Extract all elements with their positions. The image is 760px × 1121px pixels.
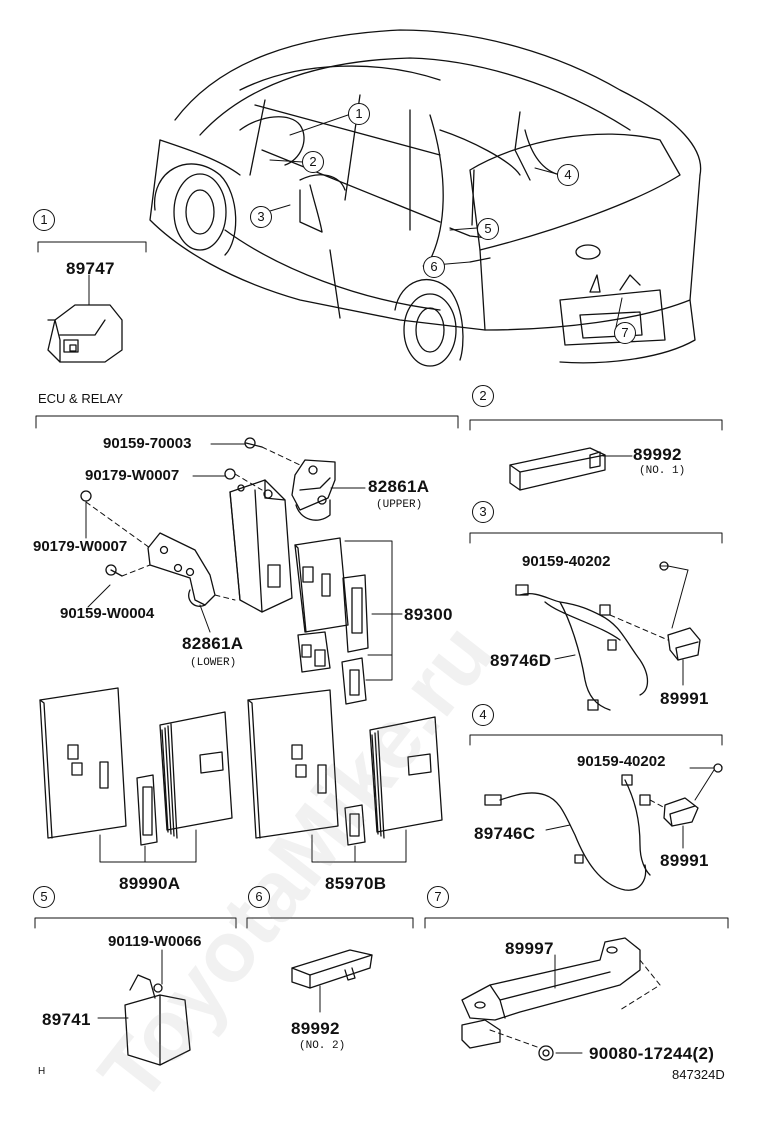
part-number-90179-w0007-a[interactable]: 90179-W0007 bbox=[85, 467, 180, 484]
note-upper: (UPPER) bbox=[376, 499, 423, 511]
callout-6-vehicle: 6 bbox=[423, 256, 445, 278]
section-7-leaders bbox=[554, 954, 583, 1054]
bolt-shapes bbox=[80, 437, 263, 577]
part-number-89747[interactable]: 89747 bbox=[66, 259, 115, 278]
part-number-89991-b[interactable]: 89991 bbox=[660, 851, 709, 870]
part-relay-box-shape bbox=[229, 479, 293, 613]
part-number-89300[interactable]: 89300 bbox=[404, 605, 453, 624]
section-4-number: 4 bbox=[472, 704, 494, 726]
section-3-dash bbox=[609, 614, 669, 641]
bolt-90159-40202b-shape bbox=[713, 763, 723, 773]
section-3-bracket bbox=[469, 532, 723, 544]
section-5-leaders bbox=[97, 949, 163, 1019]
section-7-dashes bbox=[489, 959, 661, 1049]
section-4-leaders bbox=[545, 767, 715, 849]
part-85970b-shapes bbox=[247, 689, 443, 846]
part-89741-shape bbox=[124, 974, 191, 1066]
callout-3-vehicle: 3 bbox=[250, 206, 272, 228]
part-number-89992-no1[interactable]: 89992 bbox=[633, 445, 682, 464]
part-89990a-shapes bbox=[39, 687, 233, 846]
note-lower: (LOWER) bbox=[190, 657, 237, 669]
ecu-relay-bracket bbox=[35, 415, 459, 429]
callout-2-vehicle: 2 bbox=[302, 151, 324, 173]
note-no1: (NO. 1) bbox=[639, 465, 686, 477]
section-header-ecu-relay: ECU & RELAY bbox=[38, 391, 124, 406]
part-number-89746d[interactable]: 89746D bbox=[490, 651, 552, 670]
part-89992-no2-shape bbox=[291, 949, 373, 989]
section-1-bracket bbox=[37, 241, 147, 253]
footer-drawing-number: 847324D bbox=[672, 1067, 725, 1082]
part-number-90159-40202-b[interactable]: 90159-40202 bbox=[577, 753, 666, 770]
part-89991a-shape bbox=[667, 627, 701, 661]
section-1-number: 1 bbox=[33, 209, 55, 231]
section-5-number: 5 bbox=[33, 886, 55, 908]
section-2-bracket bbox=[469, 419, 723, 431]
part-number-89990a[interactable]: 89990A bbox=[119, 874, 181, 893]
ecu-leader-lines bbox=[85, 443, 366, 633]
part-number-82861a-upper[interactable]: 82861A bbox=[368, 477, 430, 496]
part-82861a-lower-shape bbox=[147, 532, 216, 607]
part-89747-shape bbox=[47, 304, 123, 363]
section-3-number: 3 bbox=[472, 501, 494, 523]
callout-7-vehicle: 7 bbox=[614, 322, 636, 344]
p89990a-bracket bbox=[99, 829, 197, 863]
part-number-89746c[interactable]: 89746C bbox=[474, 824, 536, 843]
section-6-bracket bbox=[246, 917, 414, 929]
part-89300-shapes bbox=[294, 537, 369, 705]
part-82861a-upper-shape bbox=[291, 459, 336, 521]
assembly-dashed-lines bbox=[85, 446, 301, 601]
callout-4-vehicle: 4 bbox=[557, 164, 579, 186]
part-number-89992-no2[interactable]: 89992 bbox=[291, 1019, 340, 1038]
part-number-89991-a[interactable]: 89991 bbox=[660, 689, 709, 708]
part-number-90159-70003[interactable]: 90159-70003 bbox=[103, 435, 192, 452]
section-6-number: 6 bbox=[248, 886, 270, 908]
section-4-bracket bbox=[469, 734, 723, 746]
part-89746d-shape bbox=[515, 584, 649, 711]
part-number-89741[interactable]: 89741 bbox=[42, 1010, 91, 1029]
part-number-82861a-lower[interactable]: 82861A bbox=[182, 634, 244, 653]
note-no2: (NO. 2) bbox=[299, 1040, 346, 1052]
part-number-90159-40202-a[interactable]: 90159-40202 bbox=[522, 553, 611, 570]
part-number-89997[interactable]: 89997 bbox=[505, 939, 554, 958]
part-number-90080-17244[interactable]: 90080-17244(2) bbox=[589, 1044, 715, 1063]
p89300-bracket bbox=[344, 540, 403, 681]
part-90080-shape bbox=[538, 1045, 554, 1061]
section-5-bracket bbox=[34, 917, 237, 929]
footer-left-mark: H bbox=[38, 1066, 46, 1077]
part-89991b-shape bbox=[663, 797, 699, 827]
part-number-90179-w0007-b[interactable]: 90179-W0007 bbox=[33, 538, 128, 555]
part-number-85970b[interactable]: 85970B bbox=[325, 874, 387, 893]
callout-1-vehicle: 1 bbox=[348, 103, 370, 125]
vehicle-illustration bbox=[149, 29, 702, 367]
section-7-number: 7 bbox=[427, 886, 449, 908]
p85970b-bracket bbox=[311, 829, 407, 863]
section-3-leaders bbox=[554, 565, 689, 686]
section-7-bracket bbox=[424, 917, 729, 929]
section-2-number: 2 bbox=[472, 385, 494, 407]
part-number-90119-w0066[interactable]: 90119-W0066 bbox=[108, 933, 202, 950]
part-89992-no1-shape bbox=[509, 447, 606, 491]
part-number-90159-w0004[interactable]: 90159-W0004 bbox=[60, 605, 155, 622]
callout-5-vehicle: 5 bbox=[477, 218, 499, 240]
section-4-dash bbox=[649, 799, 666, 809]
